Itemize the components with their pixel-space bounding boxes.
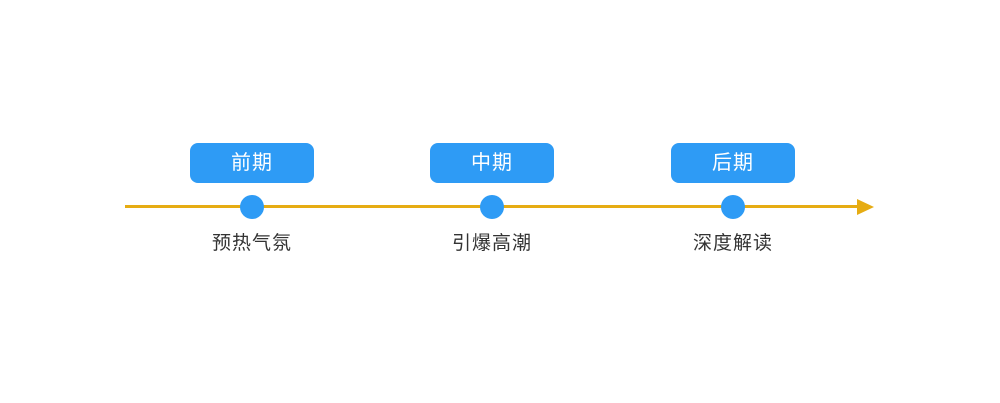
stage-label: 引爆高潮 (451, 233, 532, 254)
stage-dot-icon (240, 195, 264, 219)
stage-badge: 后期 (671, 143, 795, 183)
stage-label: 预热气氛 (211, 233, 292, 254)
stage-dot-icon (480, 195, 504, 219)
stage-badge: 前期 (190, 143, 314, 183)
timeline-arrowhead-icon (857, 199, 874, 215)
stage-badge: 中期 (430, 143, 554, 183)
stage-label: 深度解读 (692, 233, 773, 254)
stage-dot-icon (721, 195, 745, 219)
